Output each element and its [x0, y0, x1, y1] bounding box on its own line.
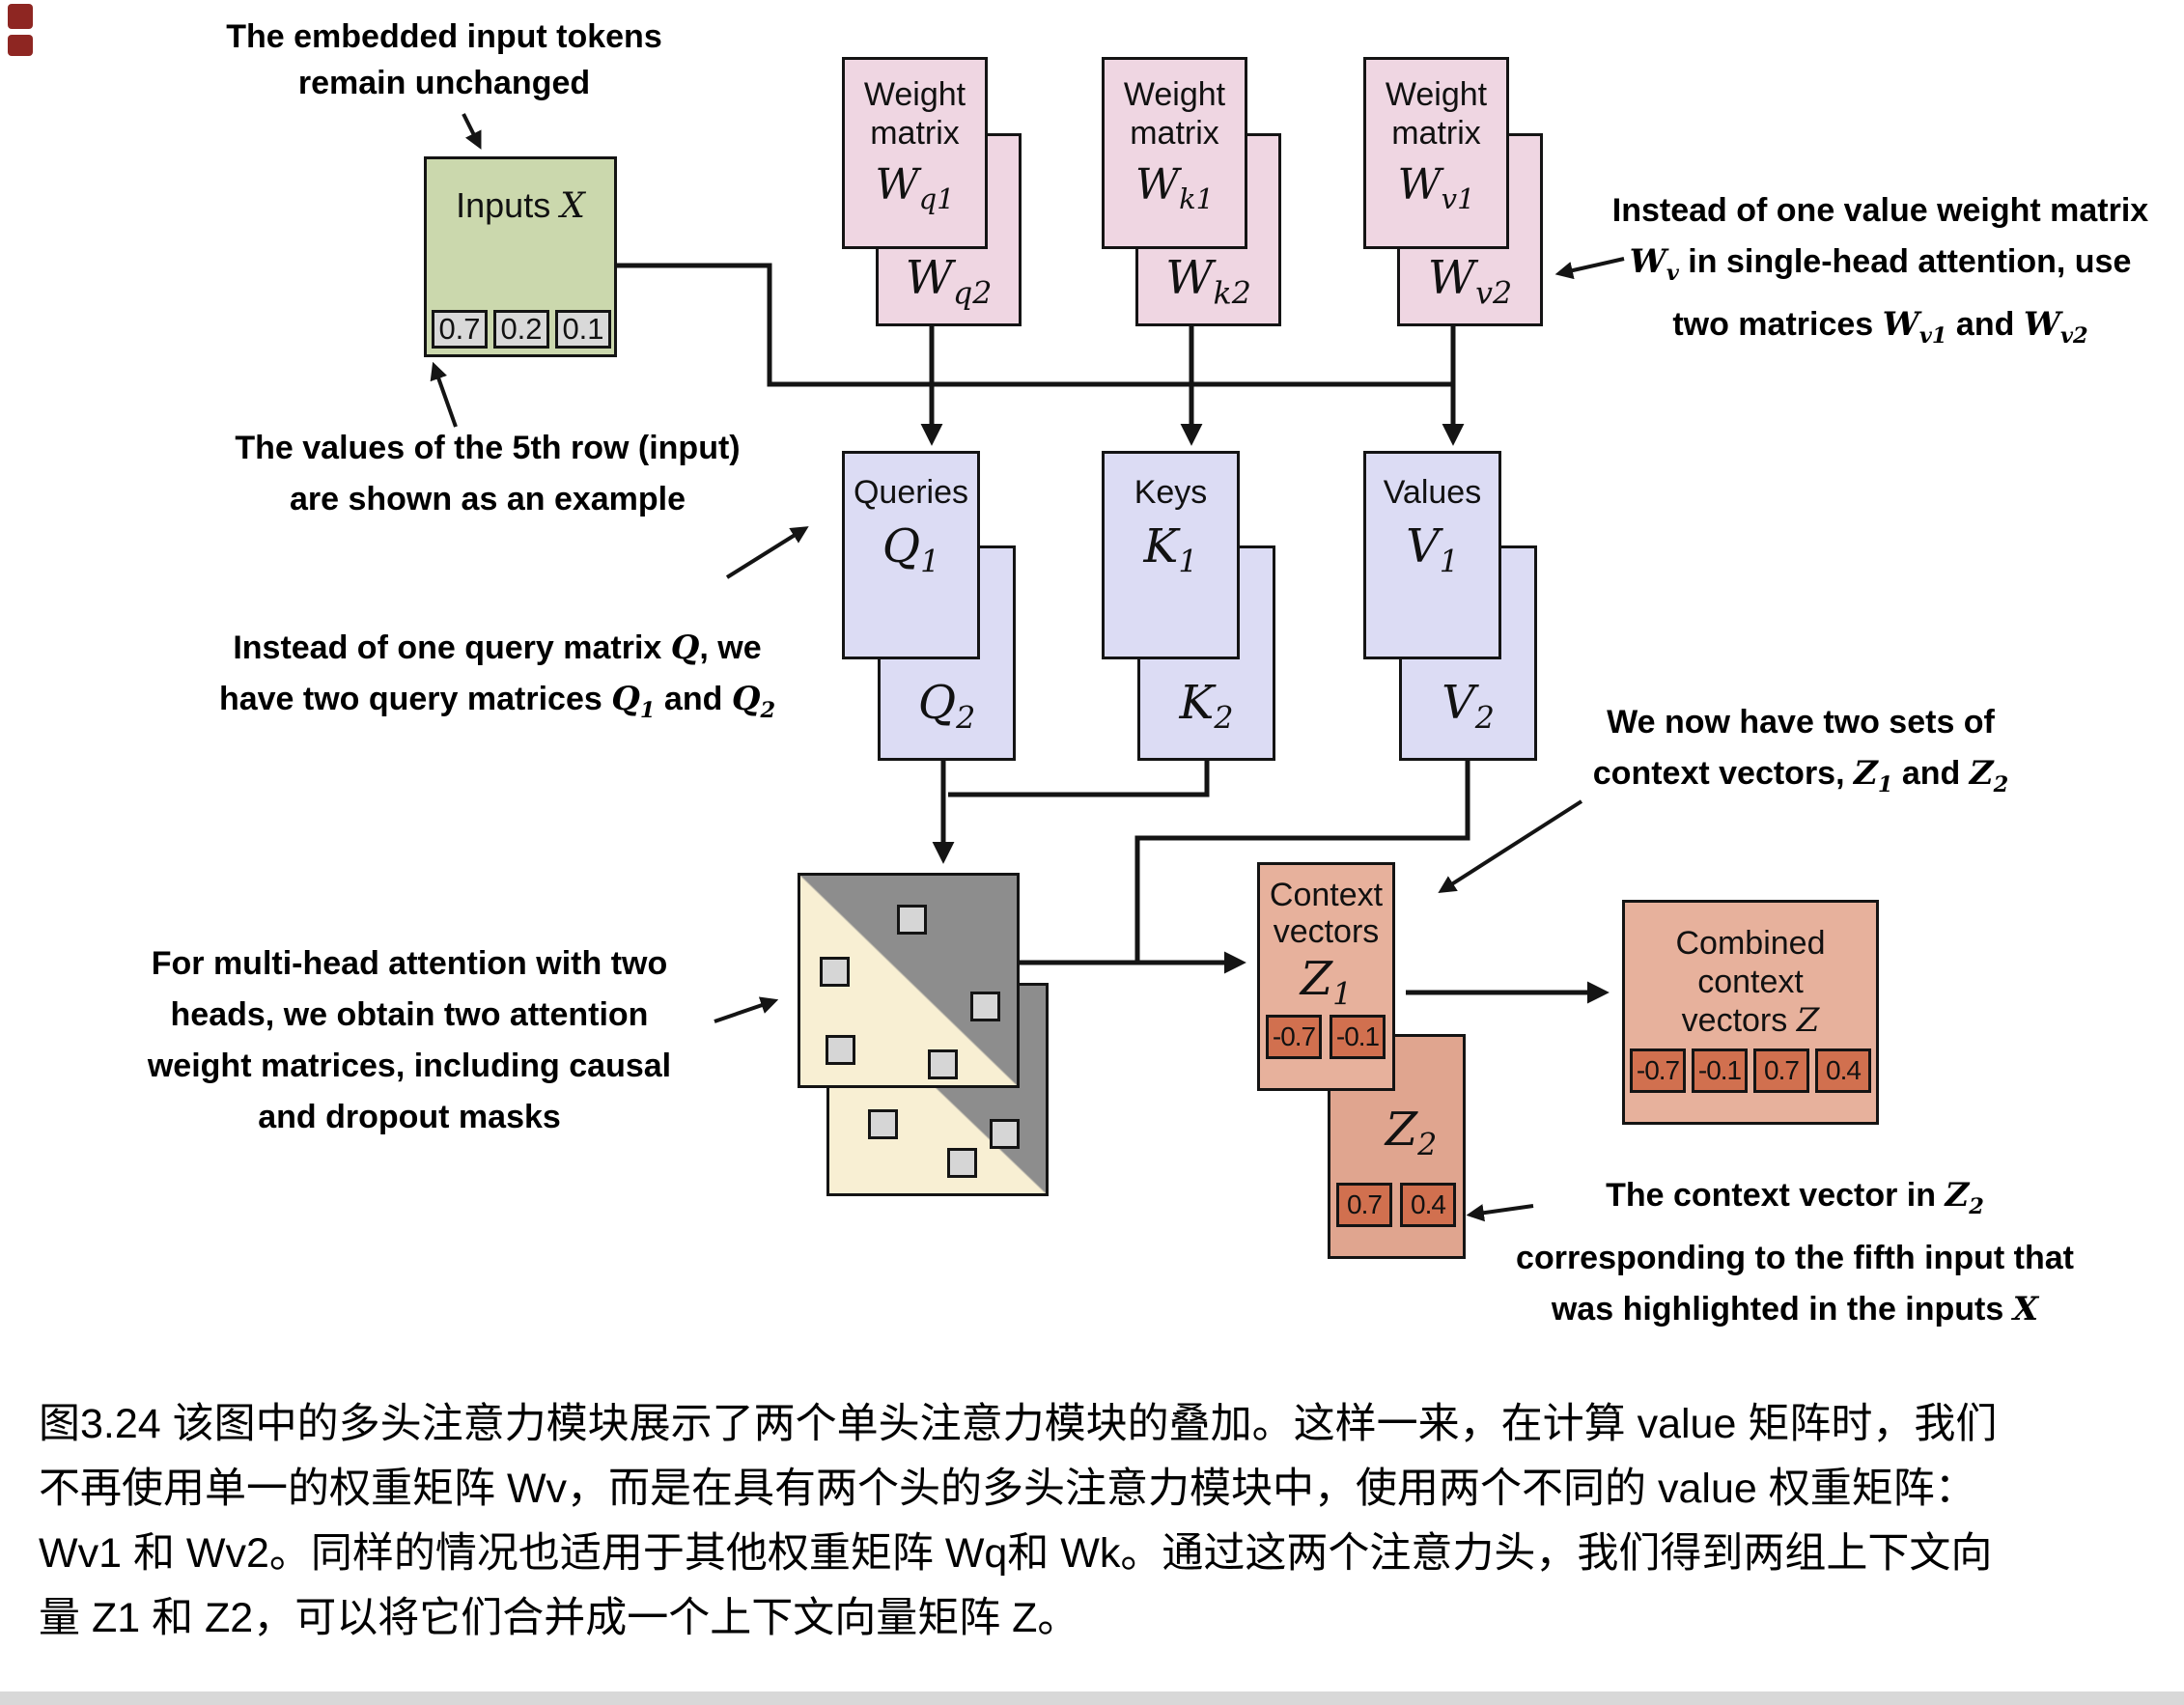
annotation-z2-vector: The context vector in Z2 corresponding t… [1500, 1170, 2089, 1335]
dropout-cell [990, 1119, 1020, 1149]
multihead-annotation-arrow [714, 996, 779, 1023]
annotation-line: remain unchanged [297, 65, 591, 101]
z1-value-row: -0.7 -0.1 [1266, 1015, 1386, 1059]
values-v1-box: Values V1 [1363, 451, 1501, 659]
inputs-x-box: Inputs X 0.7 0.2 0.1 [424, 156, 617, 357]
dropout-cell [826, 1035, 855, 1065]
combined-value-cell: 0.4 [1815, 1048, 1871, 1093]
v2-label: V2 [1442, 676, 1495, 737]
annotation-embedded-tokens: The embedded input tokens remain unchang… [154, 14, 734, 106]
input-value-cell: 0.7 [432, 310, 488, 349]
annotation-line: heads, we obtain two attention [170, 996, 649, 1033]
z2-label: Z2 [1385, 1103, 1438, 1163]
keys-title: Keys [1134, 474, 1208, 511]
query-annotation-arrow [725, 526, 809, 579]
queries-q1-box: Queries Q1 [842, 451, 980, 659]
red-corner-mark-1 [8, 4, 33, 29]
q2-label: Q2 [917, 676, 976, 737]
embedded-tokens-arrow [462, 113, 482, 150]
caption-line: 量 Z1 和 Z2，可以将它们合并成一个上下文向量矩阵 Z。 [39, 1595, 1079, 1641]
context-value-cell: 0.7 [1336, 1183, 1392, 1227]
z2-value-row: 0.7 0.4 [1336, 1183, 1456, 1227]
combined-value-cell: -0.1 [1692, 1048, 1748, 1093]
bottom-edge-bar [0, 1691, 2184, 1705]
queries-title: Queries [853, 474, 969, 511]
annotation-line: The context vector in Z2 [1606, 1176, 1984, 1219]
fifth-row-arrow [430, 361, 458, 428]
values-title: Values [1383, 474, 1482, 511]
context-value-cell: 0.4 [1400, 1183, 1456, 1227]
attention-mask-matrix-1 [798, 873, 1020, 1088]
wq2-label: Wq2 [905, 251, 993, 312]
annotation-line: weight matrices, including causal [147, 1048, 672, 1084]
context-value-cell: -0.1 [1330, 1015, 1386, 1059]
v1-label: V1 [1406, 519, 1459, 580]
inputs-x-label: Inputs X [456, 185, 585, 226]
dropout-cell [820, 957, 850, 987]
wk1-label: Wk1 [1134, 160, 1215, 215]
input-value-cell: 0.1 [555, 310, 611, 349]
q1-label: Q1 [882, 519, 940, 580]
keys-join-line [948, 761, 1210, 797]
dropout-cell [868, 1109, 898, 1139]
annotation-line: Instead of one value weight matrix [1611, 192, 2149, 229]
input-value-cell: 0.2 [493, 310, 549, 349]
caption-line: 不再使用单一的权重矩阵 Wv，而是在具有两个头的多头注意力模块中，使用两个不同的… [39, 1466, 1976, 1512]
annotation-line: two matrices Wv1 and Wv2 [1672, 304, 2088, 349]
combined-context-title: Combined context vectors Z [1675, 925, 1826, 1040]
wk2-label: Wk2 [1165, 251, 1251, 312]
annotation-line: Wv in single-head attention, use [1629, 242, 2132, 286]
annotation-context-sets: We now have two sets of context vectors,… [1511, 697, 2090, 811]
wv1-label: Wv1 [1397, 160, 1475, 215]
annotation-value-weight: Instead of one value weight matrix Wv in… [1583, 185, 2177, 362]
annotation-line: was highlighted in the inputs X [1551, 1289, 2039, 1328]
combined-value-cell: 0.7 [1753, 1048, 1809, 1093]
k1-label: K1 [1143, 519, 1198, 580]
context-sets-arrow [1438, 799, 1583, 893]
inputs-value-row: 0.7 0.2 0.1 [432, 310, 611, 349]
dropout-cell [897, 905, 927, 935]
annotation-line: The embedded input tokens [226, 18, 662, 55]
dropout-cell [928, 1049, 958, 1079]
figure-caption: 图3.24 该图中的多头注意力模块展示了两个单头注意力模块的叠加。这样一来，在计… [39, 1392, 2163, 1651]
combined-value-row: -0.7 -0.1 0.7 0.4 [1630, 1048, 1871, 1093]
annotation-line: are shown as an example [289, 481, 686, 517]
annotation-line: For multi-head attention with two [151, 945, 668, 982]
red-corner-mark-2 [8, 35, 33, 56]
annotation-line: We now have two sets of [1607, 704, 1995, 741]
annotation-line: The values of the 5th row (input) [235, 430, 741, 466]
context-value-cell: -0.7 [1266, 1015, 1322, 1059]
k2-label: K2 [1179, 676, 1234, 737]
annotation-query-matrices: Instead of one query matrix Q, we have t… [208, 623, 787, 737]
wv2-label: Wv2 [1427, 251, 1513, 312]
caption-line: 图3.24 该图中的多头注意力模块展示了两个单头注意力模块的叠加。这样一来，在计… [39, 1401, 1998, 1447]
z1-label: Z1 [1300, 952, 1353, 1013]
wq1-label: Wq1 [875, 160, 955, 215]
dropout-cell [947, 1148, 977, 1178]
annotation-line: context vectors, Z1 and Z2 [1592, 754, 2009, 797]
inputs-to-weights-line [617, 263, 1453, 387]
annotation-line: and dropout masks [258, 1099, 561, 1135]
combined-value-cell: -0.7 [1630, 1048, 1686, 1093]
annotation-line: corresponding to the fifth input that [1516, 1239, 2074, 1276]
annotation-fifth-row: The values of the 5th row (input) are sh… [198, 423, 777, 525]
annotation-line: Instead of one query matrix Q, we [233, 629, 762, 667]
keys-k1-box: Keys K1 [1102, 451, 1240, 659]
annotation-line: have two query matrices Q1 and Q2 [218, 680, 776, 723]
dropout-cell [970, 992, 1000, 1021]
annotation-multihead: For multi-head attention with two heads,… [120, 938, 699, 1143]
caption-line: Wv1 和 Wv2。同样的情况也适用于其他权重矩阵 Wq和 Wk。通过这两个注意… [39, 1530, 1993, 1577]
combined-context-box: Combined context vectors Z -0.7 -0.1 0.7… [1622, 900, 1879, 1125]
